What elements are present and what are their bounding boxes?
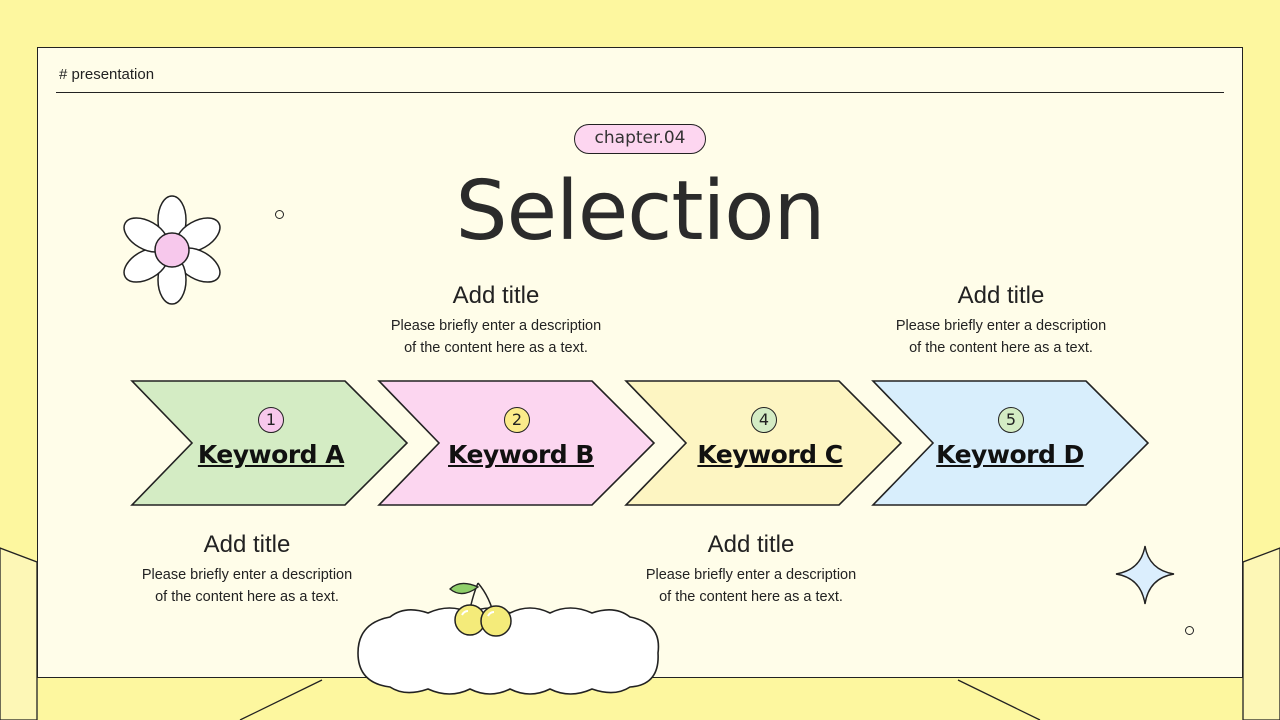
content-block-bottom: Add title Please briefly enter a descrip… — [117, 530, 377, 608]
block-title: Add title — [452, 282, 540, 309]
block-title: Add title — [957, 282, 1045, 309]
keyword-label: Keyword B — [448, 440, 594, 469]
keyword-number-badge: 4 — [751, 407, 777, 433]
small-circle-deco — [1185, 626, 1194, 635]
keyword-number-badge: 2 — [504, 407, 530, 433]
small-circle-deco — [275, 210, 284, 219]
cloud-icon — [357, 582, 660, 695]
sparkle-icon — [1115, 545, 1175, 605]
block-description: Please briefly enter a description of th… — [390, 318, 602, 356]
keyword-label: Keyword C — [697, 440, 843, 469]
header-divider — [56, 92, 1224, 93]
content-block-top: Add title Please briefly enter a descrip… — [366, 281, 626, 359]
cherry-icon — [449, 582, 512, 637]
keyword-label: Keyword A — [197, 440, 345, 469]
keyword-number-badge: 5 — [998, 407, 1024, 433]
block-description: Please briefly enter a description of th… — [895, 318, 1107, 356]
content-block-bottom: Add title Please briefly enter a descrip… — [621, 530, 881, 608]
presentation-tag: # presentation — [59, 66, 155, 83]
page-title: Selection — [455, 164, 826, 259]
arrow-keyword-c — [624, 380, 903, 506]
arrow-keyword-a — [130, 380, 409, 506]
block-title: Add title — [203, 531, 291, 558]
content-block-top: Add title Please briefly enter a descrip… — [871, 281, 1131, 359]
block-title: Add title — [707, 531, 795, 558]
arrow-keyword-b — [377, 380, 656, 506]
keyword-label: Keyword D — [936, 440, 1084, 469]
block-description: Please briefly enter a description of th… — [645, 567, 857, 605]
block-description: Please briefly enter a description of th… — [141, 567, 353, 605]
flower-icon — [123, 195, 221, 305]
chapter-pill: chapter.04 — [574, 124, 706, 154]
keyword-number-badge: 1 — [258, 407, 284, 433]
arrow-keyword-d — [871, 380, 1150, 506]
